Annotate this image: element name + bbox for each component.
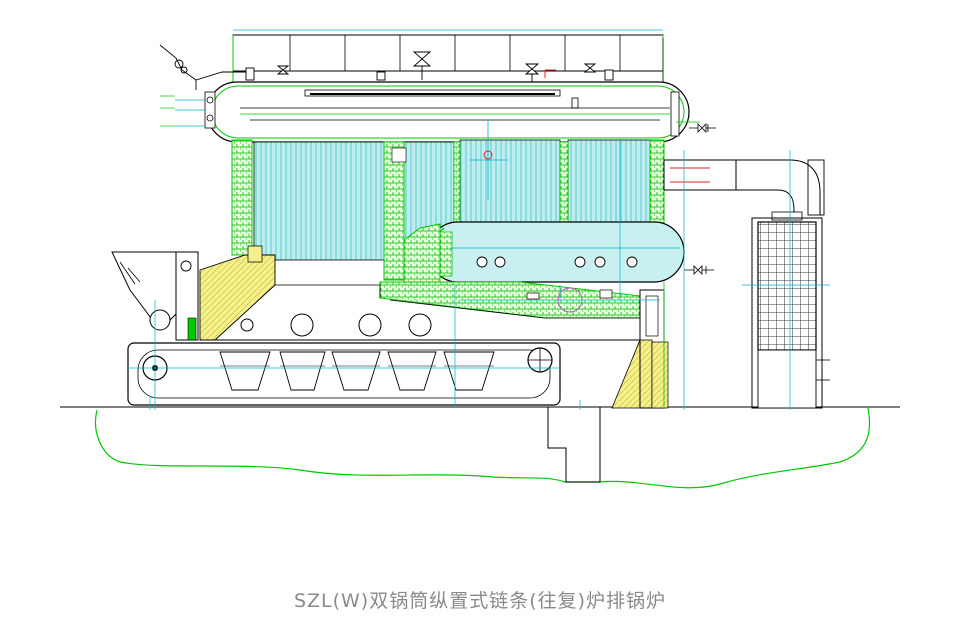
dimension-lines xyxy=(149,29,685,410)
slag-discharge xyxy=(611,339,653,409)
partition-wall-1 xyxy=(383,141,405,281)
left-furnace-wall xyxy=(231,139,253,256)
lower-drum-holes xyxy=(476,256,638,268)
flue-outlet xyxy=(663,159,737,191)
upper-drum xyxy=(206,81,690,143)
lower-drum xyxy=(427,221,685,283)
water-level-gauges xyxy=(175,91,216,129)
ash-pit xyxy=(547,407,601,483)
partition-wall-3 xyxy=(559,141,569,233)
tube-bank-rear-2 xyxy=(567,139,651,231)
roof-frame xyxy=(232,34,664,72)
diagram-caption: SZL(W)双锅筒纵置式链条(往复)炉排锅炉 xyxy=(293,590,667,612)
rear-wall xyxy=(649,139,665,233)
safety-valve-pipe xyxy=(159,44,246,90)
observation-ports xyxy=(240,313,432,337)
flue-elbow xyxy=(736,159,821,215)
tube-bank-front xyxy=(253,141,385,261)
tube-bank-rear-1 xyxy=(459,139,561,231)
foundation-outline xyxy=(94,407,871,489)
front-arch-yellow xyxy=(199,254,276,341)
air-chambers xyxy=(219,351,495,391)
upper-right-fittings xyxy=(670,91,716,137)
furnace-arch xyxy=(403,223,441,283)
top-valves xyxy=(245,51,614,82)
economizer xyxy=(757,221,817,351)
